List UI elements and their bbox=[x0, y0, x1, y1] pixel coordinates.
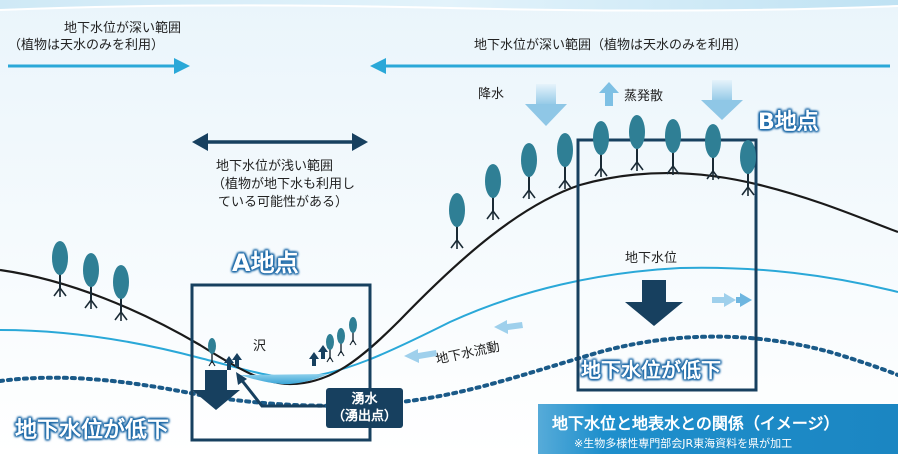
arrow-down-icon bbox=[701, 80, 743, 120]
spring-label-line2: （湧出点） bbox=[332, 409, 398, 424]
shallow-range-line1: 地下水位が浅い範囲 bbox=[216, 159, 334, 174]
shallow-range-line3: ている可能性がある） bbox=[218, 195, 349, 210]
flow-arrow-icon bbox=[404, 349, 437, 363]
shallow-range-line2: （植物が地下水も利用し bbox=[212, 177, 356, 192]
flow-arrow-icon bbox=[494, 320, 523, 334]
swamp-label: 沢 bbox=[253, 339, 267, 354]
ground-surface-line bbox=[0, 171, 898, 386]
arrow-down-icon bbox=[192, 370, 240, 410]
point-a-label: A地点 bbox=[232, 249, 299, 277]
evapotranspiration-label: 蒸発散 bbox=[624, 89, 664, 104]
arrow-up-icon bbox=[224, 345, 328, 370]
caption-title: 地下水位と地表水との関係（イメージ） bbox=[552, 414, 840, 433]
spring-label-line1: 湧水 bbox=[351, 392, 378, 407]
groundwater-level-line bbox=[0, 266, 898, 380]
swamp-pond bbox=[240, 374, 328, 385]
decline-label-right: 地下水位が低下 bbox=[581, 358, 721, 382]
spring-pointer bbox=[236, 372, 325, 408]
decline-label-left: 地下水位が低下 bbox=[15, 418, 170, 443]
arrow-up-icon bbox=[599, 82, 619, 106]
flow-arrow-icon bbox=[712, 293, 752, 307]
lowered-water-table-line bbox=[0, 334, 898, 408]
point-b-label: B地点 bbox=[758, 110, 819, 135]
double-arrow-icon bbox=[192, 133, 368, 151]
deep-range-left-line1: 地下水位が深い範囲 bbox=[64, 21, 182, 36]
spring-label: 湧水 （湧出点） bbox=[326, 388, 404, 428]
rain-label: 降水 bbox=[478, 87, 505, 102]
caption-note: ※生物多様性専門部会JR東海資料を県が加工 bbox=[574, 437, 793, 450]
arrow-down-icon bbox=[625, 280, 683, 326]
deep-range-arrow-right-icon bbox=[370, 58, 890, 74]
groundwater-level-label: 地下水位 bbox=[625, 251, 678, 266]
caption-banner: 地下水位と地表水との関係（イメージ） ※生物多様性専門部会JR東海資料を県が加工 bbox=[538, 404, 898, 454]
arrow-down-icon bbox=[525, 84, 567, 126]
point-a-box bbox=[190, 283, 372, 442]
deep-range-arrow-left-icon bbox=[8, 58, 190, 74]
deep-range-right-text: 地下水位が深い範囲（植物は天水のみを利用） bbox=[474, 38, 748, 53]
deep-range-left-line2: （植物は天水のみを利用） bbox=[8, 38, 165, 53]
